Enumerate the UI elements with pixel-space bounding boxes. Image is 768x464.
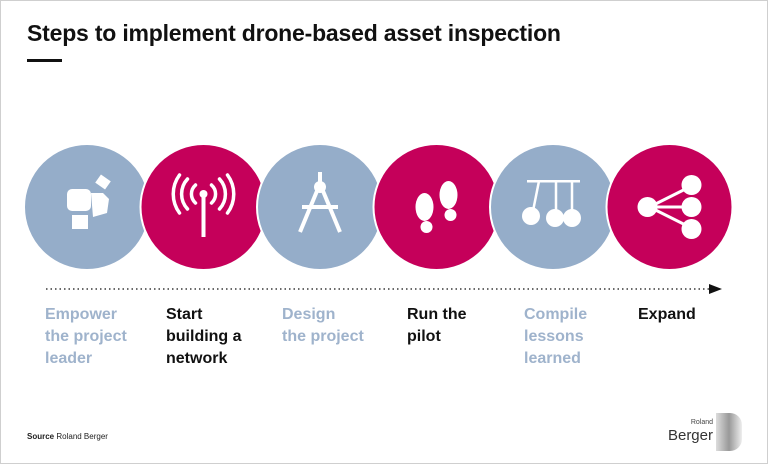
step-label-5: Compile lessons learned	[524, 306, 588, 367]
roland-berger-logo: Roland Berger	[662, 413, 742, 453]
step-circle-6	[605, 143, 734, 271]
logo-line1: Roland	[690, 419, 713, 426]
source-text: Roland Berger	[56, 432, 108, 441]
step-circle-bg	[372, 143, 501, 271]
title-underline	[27, 59, 62, 62]
compass-icon	[298, 172, 342, 233]
step-circle-1	[23, 143, 151, 271]
page-title: Steps to implement drone-based asset ins…	[27, 20, 561, 46]
step-circle-5	[489, 143, 617, 271]
source-note: Source Roland Berger	[27, 432, 108, 441]
boxing-glove-icon	[67, 174, 111, 229]
source-prefix: Source	[27, 432, 55, 441]
step-circle-bg	[489, 143, 617, 271]
arrow-head-icon	[709, 284, 722, 294]
logo-line2: Berger	[667, 427, 713, 444]
step-circle-2	[139, 143, 268, 271]
step-circle-3	[256, 143, 384, 271]
step-label-6: Expand	[638, 306, 696, 323]
logo-b-mark	[716, 413, 742, 451]
newtons-cradle-icon	[522, 180, 581, 227]
step-circle-4	[372, 143, 501, 271]
share-network-icon	[637, 175, 702, 239]
antenna-signal-icon	[171, 173, 236, 237]
step-label-1: Empower the project leader	[45, 306, 127, 367]
footprints-icon	[415, 181, 458, 233]
step-label-4: Run the pilot	[407, 306, 467, 345]
step-label-3: Design the project	[282, 306, 364, 345]
step-label-2: Start building a network	[166, 306, 242, 367]
